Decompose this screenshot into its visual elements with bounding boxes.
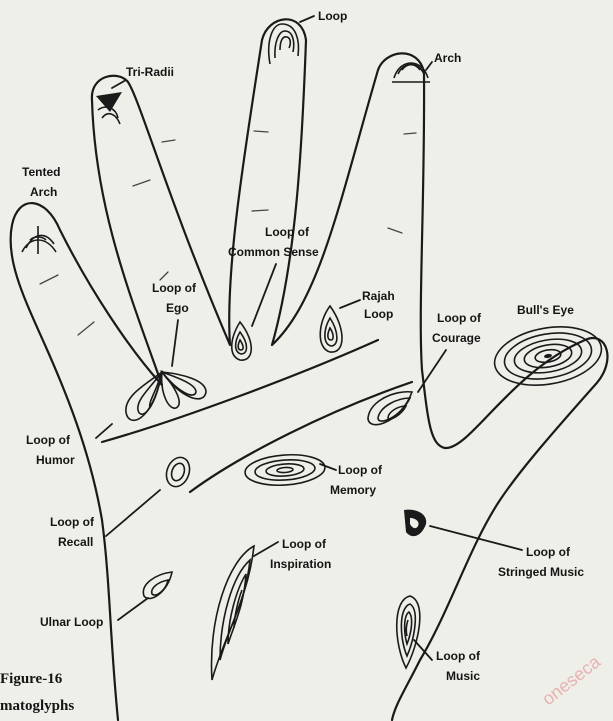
leader-memory — [320, 464, 336, 470]
finger-crease — [160, 272, 168, 280]
finger-crease — [78, 322, 94, 335]
label-music-line2: Music — [446, 669, 480, 683]
label-recall-line1: Loop of — [50, 515, 95, 529]
label-inspiration-line1: Loop of — [282, 537, 327, 551]
figure-caption-line2: matoglyphs — [0, 698, 74, 714]
finger-crease — [133, 180, 150, 186]
label-rajah-line1: Rajah — [362, 289, 395, 303]
leader-recall — [106, 490, 160, 536]
label-tented-arch-line2: Arch — [30, 185, 57, 199]
heart-line — [102, 340, 378, 442]
leader-rajah — [340, 300, 360, 308]
figure-caption-line1: Figure-16 — [0, 671, 63, 687]
watermark: oneseca — [538, 651, 605, 709]
loop-top-pattern — [269, 24, 299, 64]
label-rajah-line2: Loop — [364, 307, 393, 321]
leader-loop-top — [300, 16, 314, 22]
inspiration-loop-pattern — [211, 546, 254, 680]
label-ego-line2: Ego — [166, 301, 189, 315]
label-courage-line1: Loop of — [437, 311, 482, 325]
label-loop-top: Loop — [318, 9, 347, 23]
memory-loop-pattern — [244, 452, 326, 488]
label-common-sense-line2: Common Sense — [228, 245, 319, 259]
stringed-music-loop-pattern — [404, 510, 426, 537]
label-stringed-music-line2: Stringed Music — [498, 565, 584, 579]
leader-humor — [96, 424, 112, 438]
leader-ego — [172, 320, 178, 366]
leader-ulnar — [118, 598, 148, 620]
label-recall-line2: Recall — [58, 535, 93, 549]
music-loop-pattern — [397, 596, 420, 668]
finger-crease — [388, 228, 402, 233]
recall-loop-pattern — [163, 454, 194, 490]
label-humor-line1: Loop of — [26, 433, 71, 447]
leader-common-sense — [252, 264, 276, 326]
label-music-line1: Loop of — [436, 649, 481, 663]
label-inspiration-line2: Inspiration — [270, 557, 331, 571]
finger-crease — [40, 275, 58, 284]
label-courage-line2: Courage — [432, 331, 481, 345]
label-ego-line1: Loop of — [152, 281, 197, 295]
label-tri-radii: Tri-Radii — [126, 65, 174, 79]
leader-inspiration — [254, 542, 278, 556]
label-common-sense-line1: Loop of — [265, 225, 310, 239]
leader-tri-radii — [112, 80, 126, 88]
tented-arch-pattern — [22, 226, 56, 254]
label-ulnar-loop: Ulnar Loop — [40, 615, 103, 629]
label-humor-line2: Humor — [36, 453, 75, 467]
leader-arch — [426, 62, 432, 70]
finger-crease — [404, 133, 416, 134]
rajah-loop-pattern — [320, 306, 342, 352]
common-sense-loop-pattern — [232, 322, 252, 360]
tri-radii-pattern — [96, 92, 122, 124]
finger-crease — [162, 140, 175, 142]
label-arch: Arch — [434, 51, 461, 65]
label-memory-line2: Memory — [330, 483, 376, 497]
label-stringed-music-line1: Loop of — [526, 545, 571, 559]
ulnar-loop-pattern — [143, 572, 172, 599]
finger-crease — [252, 210, 268, 211]
leader-stringed-music — [430, 526, 522, 550]
label-bulls-eye: Bull's Eye — [517, 303, 574, 317]
finger-crease — [254, 131, 268, 132]
bulls-eye-pattern — [490, 319, 606, 393]
label-tented-arch-line1: Tented — [22, 165, 60, 179]
label-memory-line1: Loop of — [338, 463, 383, 477]
